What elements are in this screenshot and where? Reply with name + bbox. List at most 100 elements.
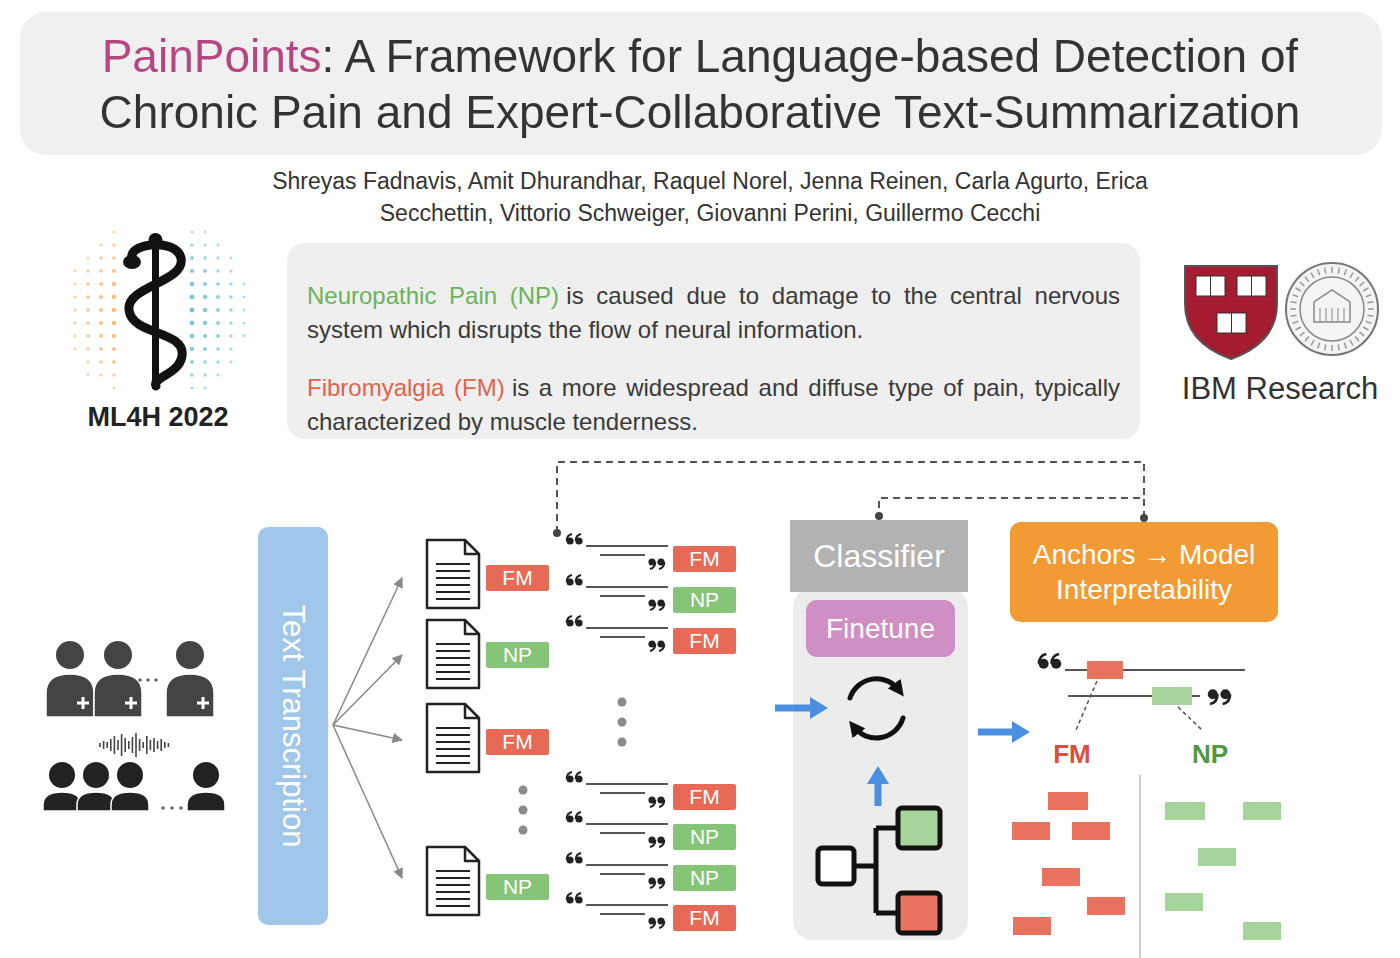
fm-anchor-blocks [1012,792,1125,935]
patient-icon [77,762,115,811]
voice-waveform [110,739,112,751]
voice-waveform [99,743,101,747]
seal-tick [1291,302,1297,303]
seal-tick [1368,308,1374,310]
box-label: Finetune [826,611,935,646]
logo-dot [86,256,89,259]
seal-tick [1293,321,1299,323]
logo-dot [242,321,245,324]
logo-dot [112,269,116,273]
class-tag: NP [486,642,549,668]
voice-waveform [128,741,130,749]
poster-title-box: PainPoints: A Framework for Language-bas… [70,28,1330,140]
ellipsis-dots [519,698,627,835]
bracket-dot [553,529,561,537]
logo-dot [190,230,193,233]
anchor-sentence [1039,654,1245,730]
sentence-snippet [566,575,668,610]
anchors-box: Anchors → Model Interpretability [1010,522,1278,622]
dashed-connector [879,498,1144,522]
logo-dot [99,295,103,299]
voice-waveform [146,736,148,754]
logo-dot [229,308,232,311]
logo-dot [203,295,207,299]
tag-label: NP [690,824,719,850]
tag-label: FM [689,546,719,572]
seal-tick [1355,277,1359,282]
transcription-band: Text Transcription [258,527,328,925]
logo-dot [216,347,220,351]
class-tag: FM [673,628,736,654]
ellipsis-dot [154,678,158,682]
logo-dot [190,243,193,246]
term-name: Fibromyalgia (FM) [307,374,505,401]
logo-dot [203,360,207,364]
seal-tick [1360,282,1365,286]
logo-dot [190,256,194,260]
logo-dot [86,334,90,338]
classifier-block: ClassifierFinetune [790,520,968,940]
logo-dot [99,308,103,312]
class-tag: NP [673,587,736,613]
seal-tick [1290,308,1296,310]
author-list: Shreyas Fadnavis, Amit Dhurandhar, Raque… [230,165,1190,229]
logo-dot [229,347,232,350]
voice-waveform [142,742,144,748]
logo-dot [216,269,219,272]
logo-dot [86,347,89,350]
flow-arrows [775,697,1030,806]
seal-tick [1305,277,1309,282]
logo-dot [230,257,233,260]
logo-dot [190,386,193,389]
seal-tick [1305,337,1309,342]
connector-dot [1140,514,1148,522]
logo-dot [203,334,207,338]
definition-paragraph: Neuropathic Pain (NP)is caused due to da… [307,279,1120,347]
logo-dot [112,256,116,260]
seal-tick [1338,344,1339,350]
seal-tick [1350,340,1353,345]
logo-dot [73,295,76,298]
seal-tick [1366,295,1372,297]
logo-dot [99,243,102,246]
logo-dot [112,347,116,351]
sentence-snippet [566,772,668,807]
voice-waveform [168,743,170,747]
seal-tick [1367,315,1373,316]
seal-tick [1363,327,1368,330]
finetune-box: Finetune [806,600,955,657]
poster-title: PainPoints: A Framework for Language-bas… [100,30,1301,138]
logo-dot [112,295,116,299]
voice-waveform [160,739,162,751]
definition-box: Neuropathic Pain (NP)is caused due to da… [287,243,1140,439]
seal-tick [1350,273,1353,278]
logo-dot [203,243,206,246]
logo-dot [99,334,103,338]
voice-waveform [157,741,159,749]
logo-dot [243,283,246,286]
logo-dot [229,321,232,324]
tag-label: NP [503,874,532,900]
voice-waveform [103,741,105,749]
logo-dots [73,230,245,389]
refresh-icon [850,679,903,738]
seal-tick [1338,268,1339,274]
seal-tick [1355,337,1359,342]
voice-waveform [164,742,166,748]
connector-dot [875,512,883,520]
seal-tick [1344,343,1346,349]
voice-waveform [106,742,108,748]
class-tag: NP [673,865,736,891]
sentence-snippet [566,853,668,888]
logo-dot [99,373,102,376]
seal-tick [1291,315,1297,316]
logo-dot [190,347,194,351]
tag-label: FM [689,628,719,654]
voice-waveform [139,739,141,751]
class-label: FM [1040,738,1104,770]
logo-dot [190,269,194,273]
pisa-seal [1286,263,1378,355]
seal-tick [1366,321,1372,323]
logo-dot [203,269,207,273]
